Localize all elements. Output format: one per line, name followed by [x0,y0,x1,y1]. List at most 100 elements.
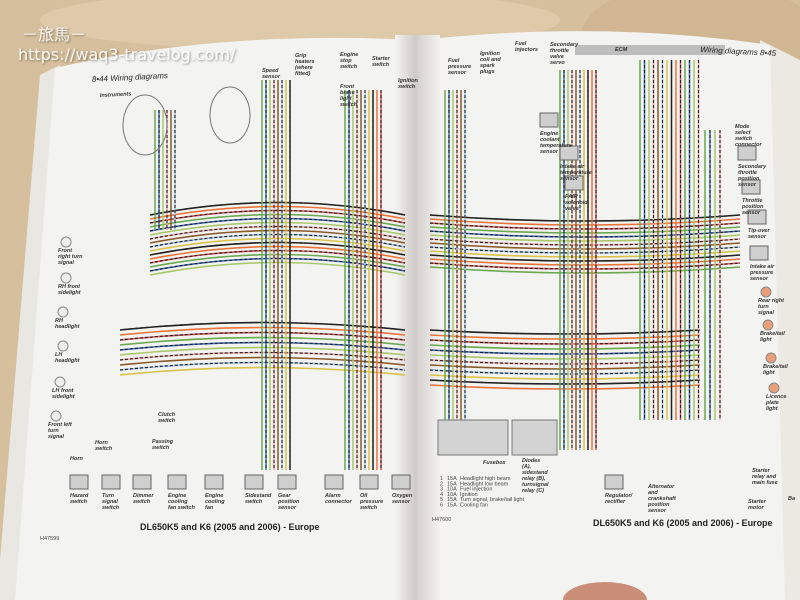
component-label: Dimmer switch [133,493,155,505]
fusebox [437,419,509,456]
fuse-rating: 10A [447,492,457,498]
component-label: Licence plate light [765,394,788,412]
wire-tracer [149,209,406,224]
component-label: Oil pressure switch [359,493,385,511]
fuse-rating: 15A [447,497,457,503]
component-icon [747,209,767,225]
wire-tracer [149,257,406,272]
component-icon [737,145,757,161]
page-block-side [0,65,60,600]
component-icon [101,474,121,490]
right-page [420,31,785,600]
wire [429,266,741,274]
wire [429,242,741,250]
component-icon [167,474,187,490]
wire-tracer [429,230,741,238]
component-label: Engine cooling fan [205,493,226,511]
component-icon [69,474,89,490]
wiring-diagram [119,60,741,470]
fuse-no: 4 [440,492,443,498]
component-label: Rear right turn signal [758,298,786,316]
instrument-gauge [209,86,251,144]
component-icon [277,474,297,490]
component-icon [741,179,761,195]
wire-tracer [429,339,701,345]
watermark-site-name: －旅馬－ [22,25,86,44]
fuse-circuit: Headlight low beam [460,481,509,487]
component-label: Alarm connector [324,493,352,505]
wire-tracer [429,254,741,262]
fuse-rating: 15A [447,481,457,487]
wire-tracer [429,246,741,254]
component-label: Horn [70,456,83,462]
bulb-icon [57,306,69,318]
instruments-title: Instruments [100,91,132,99]
right-page-code: H47600 [432,517,451,523]
component-label: Front brake light switch [340,84,358,108]
component-label: Front right turn signal [58,248,84,266]
wire-tracer [429,359,701,365]
component-label: Grip heaters (where fitted) [295,53,316,77]
wire-tracer [429,262,741,270]
fuse-rating: 10A [447,487,457,493]
wire [429,226,741,234]
bulb-icon [57,340,69,352]
wire-tracer [429,214,741,222]
component-labels: Speed sensor Grip heaters (where fitted) E… [48,41,795,514]
component-label: Passing switch [152,439,175,451]
component-label: Hazard switch [70,493,90,505]
left-page-header: 8•44 Wiring diagrams [92,71,168,84]
component-icon [559,145,579,161]
component-icon [244,474,264,490]
component-label: Gear position sensor [277,493,301,511]
component-label: Engine cooling fan switch [168,493,196,511]
component-icon [564,175,584,191]
component-label: Engine coolant temperature sensor [540,131,573,155]
instrument-gauge [122,94,168,156]
component-label: Ba [788,496,795,502]
component-label: PAIR solenoid valve [565,194,589,212]
component-label: Throttle position sensor [741,198,765,216]
fuse-rating: 15A [447,503,457,509]
wire-tracer [149,241,406,256]
right-page-caption: DL650K5 and K6 (2005 and 2006) - Europe [593,518,773,528]
fuse-no: 3 [440,487,443,493]
component-label: Fuel injectors [515,41,538,53]
component-label: LH headlight [55,352,81,364]
wire-tracer [149,233,406,248]
component-label: Brake/tail light [763,364,789,376]
component-label: Horn switch [95,440,113,452]
component-label: Tip-over sensor [748,228,771,240]
fusebox-label: Fusebox [483,460,507,466]
component-label: Speed sensor [262,68,281,80]
component-icon [359,474,379,490]
fuse-no: 1 [440,476,443,482]
wire-tracer [429,379,701,385]
component-icon [324,474,344,490]
wire [429,218,741,226]
fuse-circuit: Cooling fan [460,503,488,509]
component-icon [749,245,769,261]
component-label: Secondary throttle position sensor [737,164,768,188]
bulb-icon [765,352,777,364]
fuse-circuit: Turn signal, brake/tail light [460,497,524,503]
component-label: Intake air pressure sensor [749,264,776,282]
left-page-caption: DL650K5 and K6 (2005 and 2006) - Europe [140,522,320,532]
component-label: Front left turn signal [48,422,73,440]
finger [563,582,647,600]
component-label: Regulator/ rectifier [605,493,634,505]
fuse-no: 5 [440,497,443,503]
bulb-icon [760,286,772,298]
component-icon [204,474,224,490]
fuse-rating: 15A [447,476,457,482]
components [50,45,780,490]
bulb-icon [54,376,66,388]
component-label: Brake/tail light [760,331,786,343]
component-label: Alternator and crankshaft position senso… [647,484,677,514]
wire-tracer [429,329,701,335]
component-label: Starter relay and main fuse [752,468,778,486]
bulb-icon [60,272,72,284]
diodes-label: Diodes (A), sidestand relay (B), turnsig… [522,458,550,494]
